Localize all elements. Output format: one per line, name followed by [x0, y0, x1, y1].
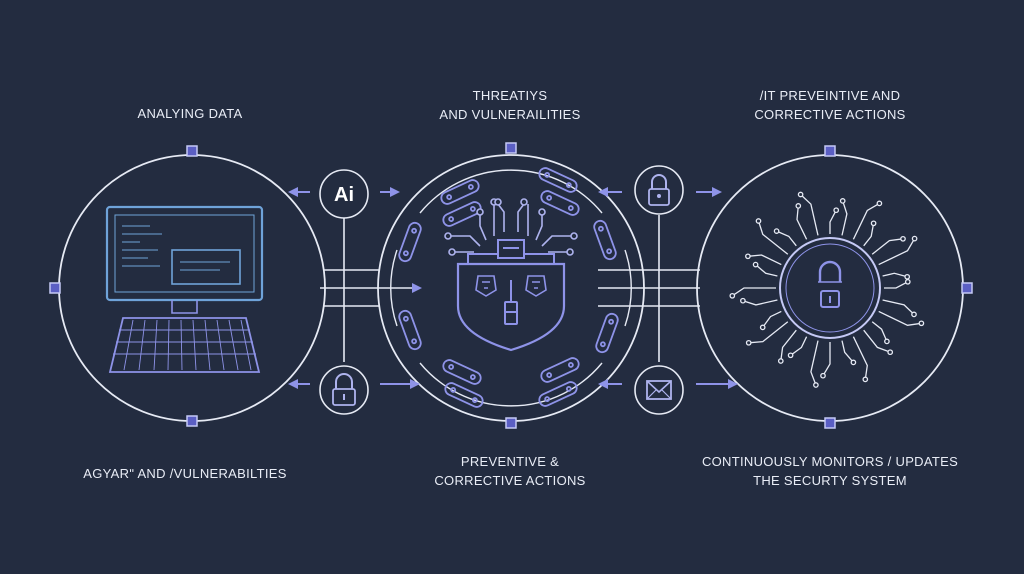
circuit-trace: [780, 329, 797, 362]
envelope-icon: [634, 365, 684, 415]
computer-icon: [105, 205, 264, 373]
ai-badge-text: Ai: [334, 184, 354, 206]
circuit-trace-dot: [862, 376, 869, 383]
circuit-trace-dot: [745, 339, 752, 346]
arrow-icon: [288, 187, 738, 389]
label-preventive-top-right: /IT PREVEINTIVE AND CORRECTIVE ACTIONS: [730, 86, 930, 124]
circuit-trace: [822, 342, 831, 377]
circuit-trace: [871, 321, 888, 342]
circuit-trace: [800, 194, 819, 236]
circuit-trace-dot: [773, 228, 780, 234]
circuit-trace: [810, 340, 819, 386]
circuit-trace: [742, 299, 778, 306]
circuit-trace-dot: [850, 359, 857, 366]
circuit-trace: [871, 238, 904, 255]
circuit-trace: [852, 202, 880, 240]
padlock-icon: [634, 165, 684, 215]
circuit-trace-dot: [797, 191, 804, 198]
circuit-trace-dot: [787, 352, 794, 359]
circuit-trace-dot: [833, 207, 840, 214]
circuit-trace: [882, 299, 915, 315]
label-threats-vulnerabilities: THREATIYS AND VULNERAILITIES: [410, 86, 610, 124]
circuit-trace: [757, 220, 789, 255]
circuit-trace: [863, 329, 891, 353]
shield-brain-icon: [444, 198, 578, 352]
center-inner-ring: [419, 169, 603, 214]
circuit-trace: [882, 272, 908, 278]
padlock-icon: [319, 365, 369, 415]
circuit-trace: [852, 336, 868, 380]
label-preventive-corrective-line1: PREVENTIVE &: [460, 454, 560, 469]
label-threats-line2: AND VULNERAILITIES: [439, 107, 581, 122]
circuit-trace-dot: [759, 324, 766, 331]
circuit-trace-dot: [904, 273, 911, 280]
circuit-trace-dot: [745, 253, 751, 260]
capsule-icon: [398, 167, 619, 408]
circuit-trace: [755, 264, 778, 277]
circuit-trace: [878, 238, 916, 266]
left-cycle-circle: [58, 154, 326, 422]
circuit-trace-dot: [900, 235, 906, 242]
circuit-trace-dot: [911, 235, 918, 242]
circuit-trace-dot: [795, 203, 802, 209]
circuit-trace: [841, 200, 848, 236]
circuit-trace-dot: [876, 200, 883, 207]
circuit-trace: [776, 230, 797, 247]
circuit-trace-dot: [813, 382, 819, 388]
circuit-trace-dot: [904, 278, 911, 285]
circuit-trace-dot: [884, 338, 890, 345]
label-bottom-left: AGYARʺ AND /VULNERABILTIES: [70, 464, 300, 483]
right-cycle-circle: [696, 154, 964, 422]
circuit-trace-dot: [777, 358, 784, 364]
label-continuously-monitors-line2: THE SECURTY SYSTEM: [753, 473, 907, 488]
label-bottom-left-line1: AGYARʺ AND /VULNERABILTIES: [83, 466, 287, 481]
label-threats-line1: THREATIYS: [472, 88, 548, 103]
circuit-trace: [747, 254, 782, 266]
circuit-trace-dot: [820, 372, 826, 379]
circuit-trace: [884, 281, 909, 289]
circuit-trace-dot: [740, 297, 746, 304]
circuit-trace-dot: [839, 198, 846, 204]
label-preventive-corrective: PREVENTIVE & CORRECTIVE ACTIONS: [410, 452, 610, 490]
circuit-trace-dot: [729, 292, 736, 299]
circuit-trace-dot: [755, 218, 762, 224]
circuit-trace: [731, 287, 776, 297]
circuit-trace: [829, 209, 837, 234]
circuit-trace: [841, 340, 854, 363]
label-preventive-top-right-line2: CORRECTIVE ACTIONS: [754, 107, 906, 122]
ai-badge-icon: Ai: [319, 169, 369, 219]
square-node-icon: [49, 142, 973, 429]
label-analyzing-data-line1: ANALYING DATA: [137, 106, 243, 121]
label-continuously-monitors: CONTINUOUSLY MONITORS / UPDATES THE SECU…: [690, 452, 970, 490]
label-analyzing-data: ANALYING DATA: [110, 104, 270, 123]
circuit-trace-dot: [918, 320, 925, 327]
circuit-trace-dot: [752, 261, 759, 268]
label-continuously-monitors-line1: CONTINUOUSLY MONITORS / UPDATES: [701, 454, 959, 469]
circuit-trace: [748, 321, 789, 344]
circuit-trace: [878, 310, 922, 326]
chip-padlock-icon: [729, 191, 925, 388]
circuit-trace: [863, 223, 875, 247]
circuit-trace-dot: [870, 220, 877, 227]
circuit-trace-dot: [911, 311, 917, 318]
center-inner-ring-bottom: [419, 362, 603, 407]
circuit-trace: [762, 310, 782, 328]
circuit-trace-dot: [887, 349, 894, 356]
label-preventive-corrective-line2: CORRECTIVE ACTIONS: [434, 473, 586, 488]
circuit-trace: [796, 205, 808, 240]
circuit-trace: [790, 336, 808, 356]
label-preventive-top-right-line1: /IT PREVEINTIVE AND: [759, 88, 901, 103]
